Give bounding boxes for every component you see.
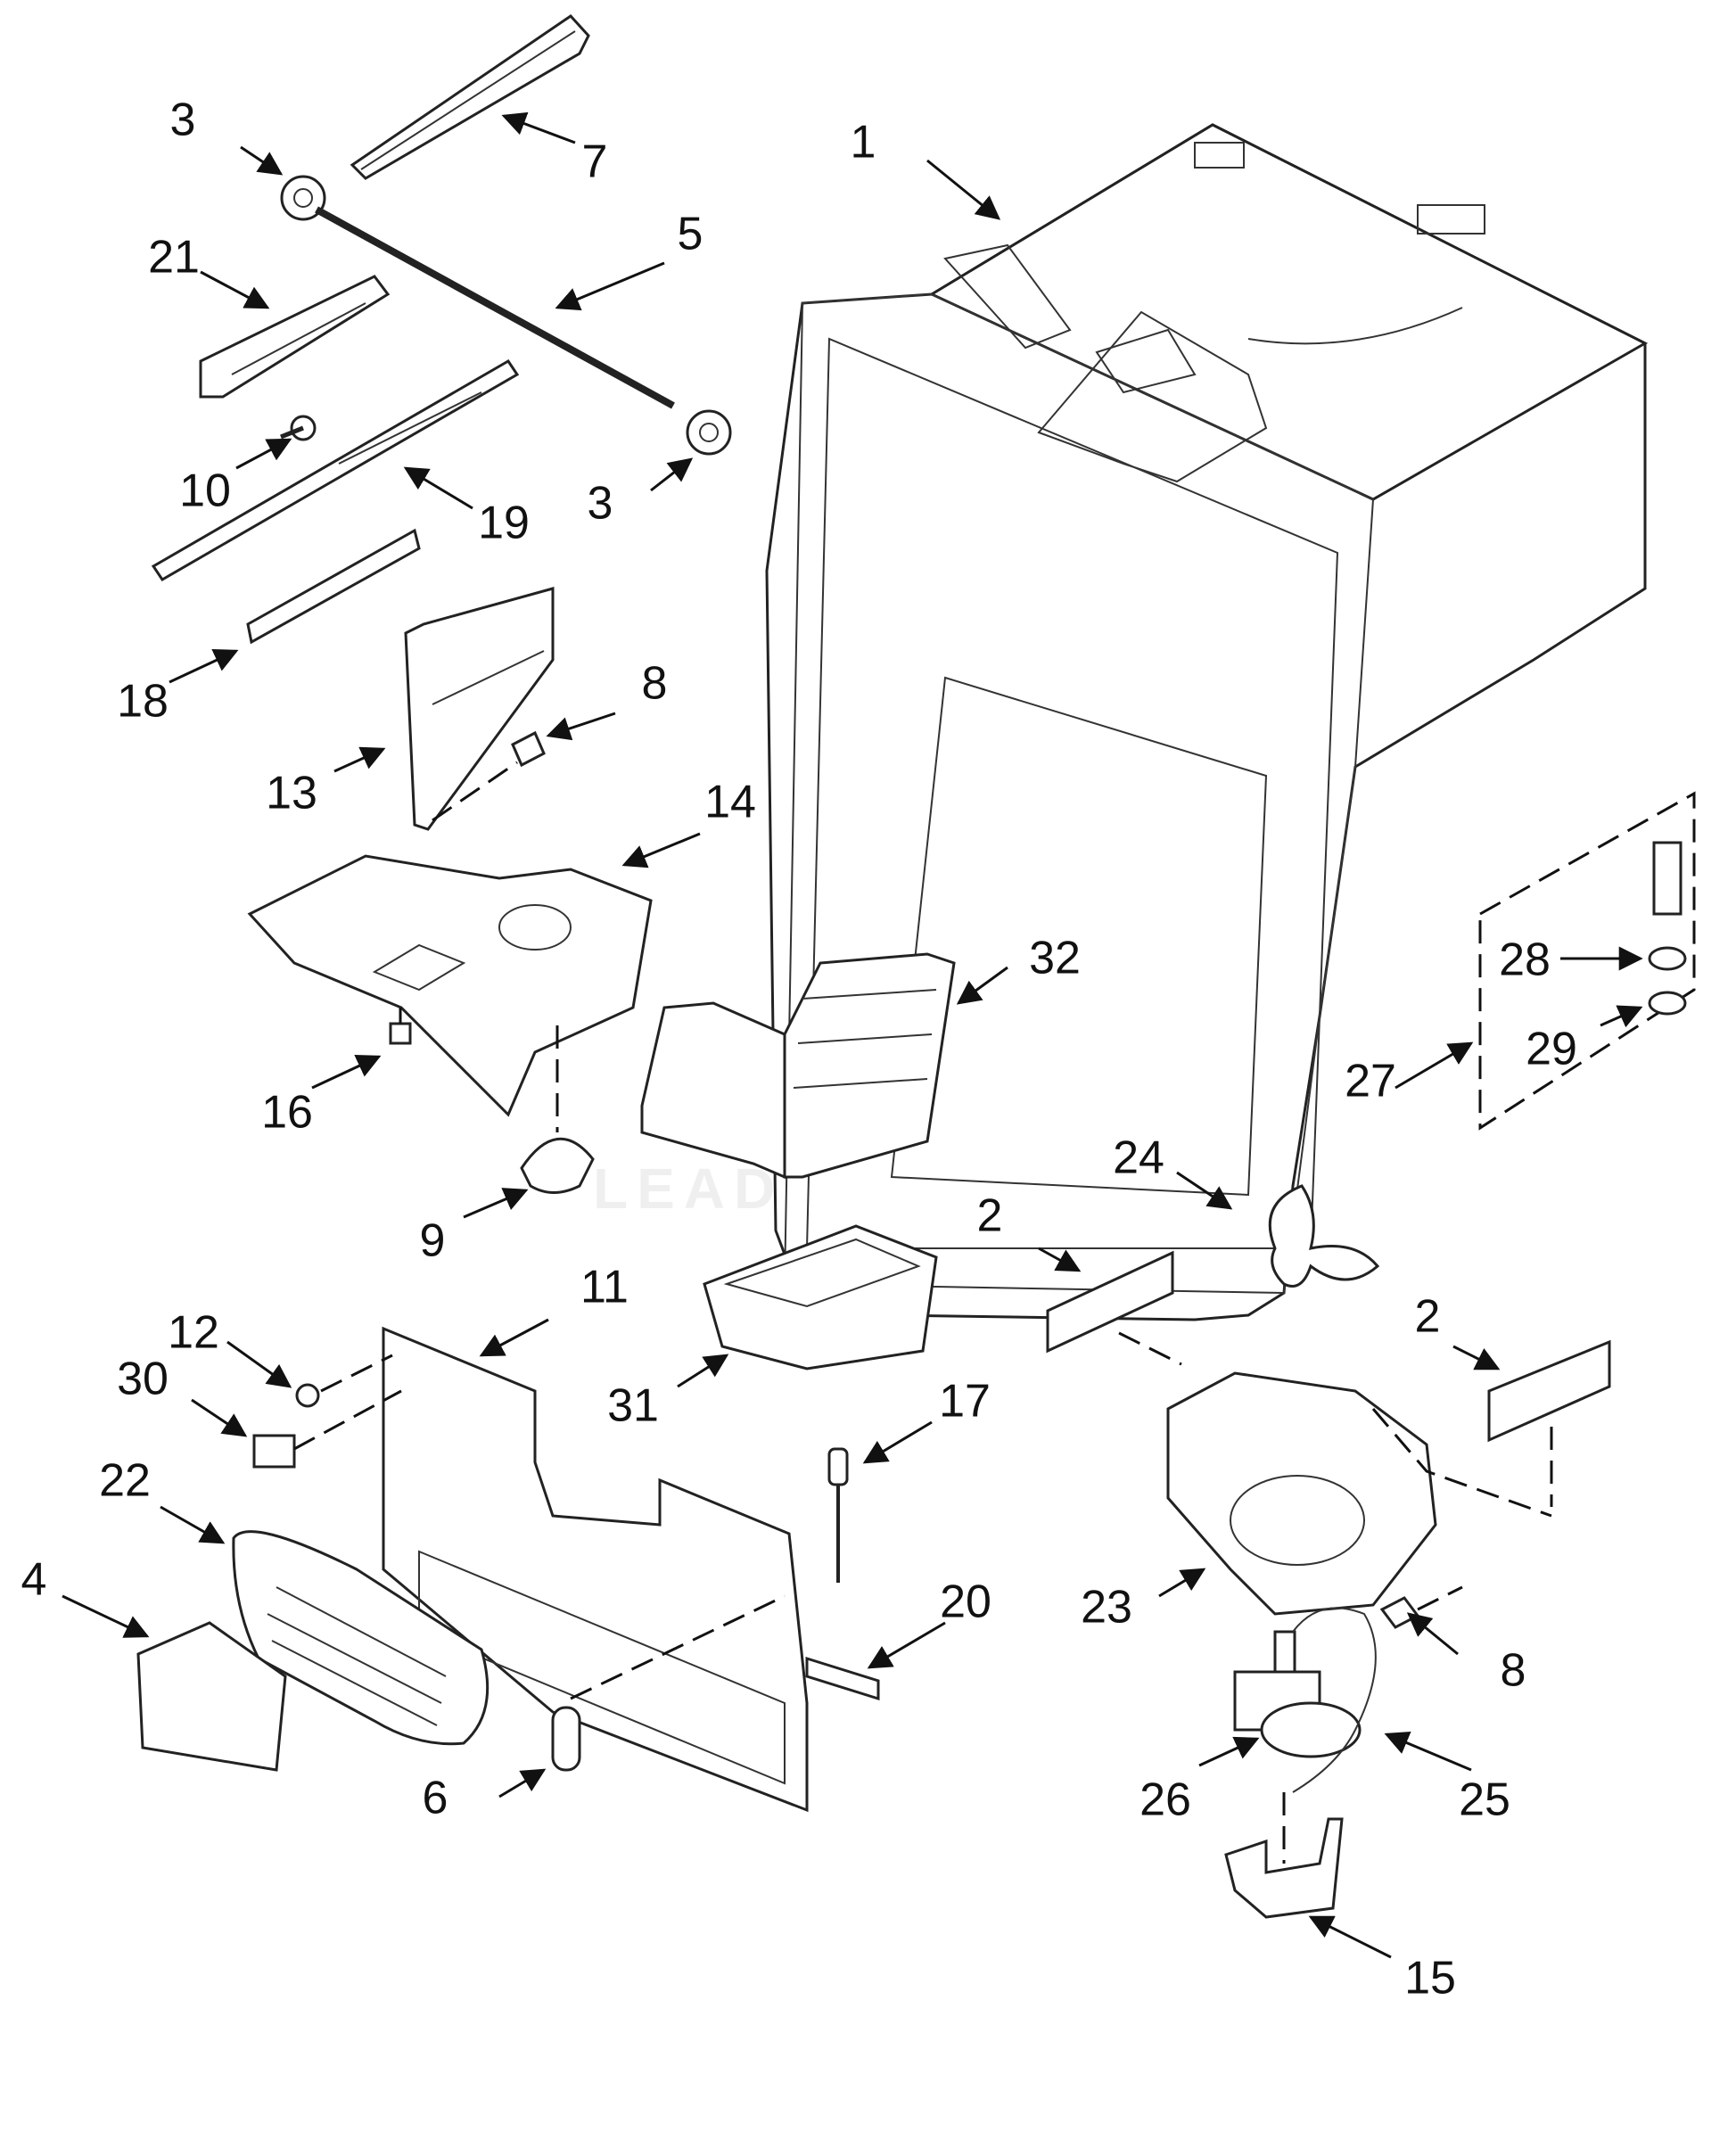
callout-11: 11	[580, 1262, 629, 1313]
part-8-screw-lower	[1379, 1585, 1463, 1629]
callout-8-upper: 8	[642, 658, 668, 710]
part-15-motor-bracket	[1224, 1792, 1344, 1919]
part-28-drain-seal	[1648, 841, 1687, 971]
part-13-bracket	[404, 587, 555, 831]
part-11-panel	[382, 1326, 809, 1813]
part-7-rail	[350, 14, 590, 180]
part-8-screw-upper	[432, 730, 546, 822]
callout-24: 24	[1113, 1132, 1164, 1184]
callout-7: 7	[582, 136, 608, 188]
callout-8-lower: 8	[1501, 1645, 1526, 1697]
callout-13: 13	[266, 768, 317, 819]
callout-30: 30	[117, 1354, 169, 1405]
part-10-screw	[280, 415, 317, 441]
callout-26: 26	[1140, 1774, 1191, 1826]
callout-22: 22	[99, 1455, 151, 1507]
callout-17: 17	[939, 1376, 991, 1428]
part-24-fan-blade	[1268, 1184, 1380, 1288]
callout-31: 31	[607, 1380, 659, 1432]
callout-5: 5	[678, 209, 703, 260]
part-6-clip	[551, 1594, 786, 1772]
part-16-clip	[389, 1008, 412, 1045]
part-19-slide	[151, 358, 520, 582]
callout-arrows	[62, 111, 1643, 1959]
callout-16: 16	[261, 1087, 313, 1139]
callout-4: 4	[21, 1554, 47, 1606]
part-3-gear-bottom	[686, 409, 732, 456]
part-32-ice-maker	[640, 952, 956, 1180]
callout-3-top: 3	[170, 95, 196, 146]
callout-labels: 1 2 2 3 3 4 6 5 7 8 8 9 10 11 12 13 14 1…	[21, 95, 1577, 2004]
part-18-slide	[246, 528, 421, 645]
part-12-screw	[295, 1354, 393, 1408]
part-2-pad-left	[1046, 1250, 1182, 1366]
callout-20: 20	[940, 1576, 991, 1628]
part-5-shaft	[315, 206, 675, 409]
callout-29: 29	[1526, 1024, 1577, 1075]
callout-32: 32	[1029, 933, 1081, 984]
part-2-pad-right	[1487, 1339, 1611, 1507]
callout-25: 25	[1459, 1774, 1510, 1826]
callout-19: 19	[478, 498, 530, 549]
part-1-freezer-liner	[765, 123, 1649, 1321]
callout-3-bottom: 3	[588, 478, 613, 530]
part-31-tray	[703, 1224, 938, 1370]
callout-2-left: 2	[977, 1190, 1003, 1242]
part-25-wire-harness	[1292, 1607, 1377, 1793]
part-14-ice-bucket	[247, 854, 653, 1117]
part-27-drain-kit	[1478, 791, 1696, 1131]
callout-23: 23	[1081, 1582, 1132, 1634]
part-30-bracket	[252, 1389, 402, 1469]
callout-6: 6	[423, 1773, 448, 1824]
callout-12: 12	[168, 1307, 219, 1359]
callout-2-right: 2	[1415, 1291, 1441, 1343]
callout-28: 28	[1499, 934, 1551, 986]
callout-10: 10	[179, 465, 231, 517]
part-21-bracket	[199, 275, 391, 399]
part-4-cover	[136, 1621, 287, 1772]
callout-14: 14	[704, 777, 756, 828]
part-17-sensor	[827, 1447, 849, 1583]
callout-15: 15	[1404, 1953, 1456, 2004]
callout-18: 18	[117, 676, 169, 728]
part-22-grille	[232, 1530, 490, 1746]
callout-21: 21	[148, 232, 200, 284]
part-26-fan-motor	[1233, 1630, 1362, 1758]
part-29-drain-grommet	[1648, 991, 1687, 1016]
callout-9: 9	[420, 1215, 446, 1267]
part-23-fan-housing	[1166, 1371, 1552, 1616]
callout-27: 27	[1345, 1056, 1396, 1107]
part-9-knob	[520, 1025, 595, 1194]
part-20-strip	[805, 1656, 880, 1701]
callout-1: 1	[851, 117, 876, 169]
part-3-gear-top	[280, 175, 326, 221]
